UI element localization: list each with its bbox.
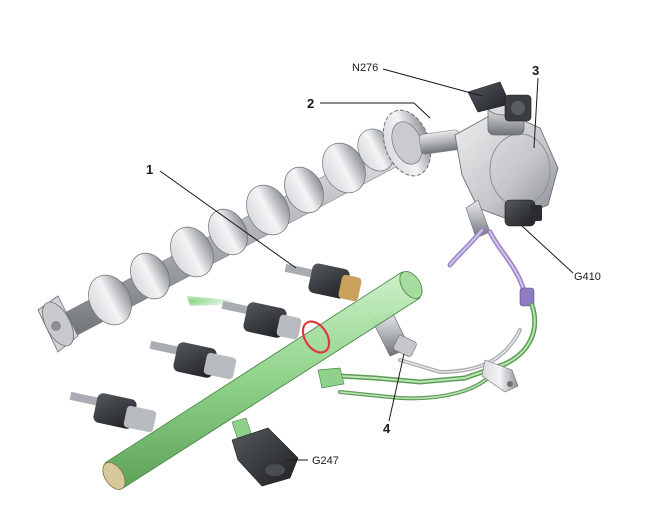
cam-lobes xyxy=(88,128,395,326)
callout-g410: G410 xyxy=(574,271,601,283)
injector-3 xyxy=(149,340,237,380)
callout-n276: N276 xyxy=(352,62,378,74)
fuel-pressure-sensor xyxy=(231,417,299,487)
fuel-rail xyxy=(102,271,423,490)
rail-section-ring xyxy=(301,320,331,354)
callout-4: 4 xyxy=(383,421,391,436)
line-bracket xyxy=(481,359,519,393)
fuel-metering-valve-connector xyxy=(467,81,532,122)
callout-2: 2 xyxy=(307,96,314,111)
camshaft-end-flange xyxy=(37,295,79,353)
callout-3: 3 xyxy=(532,63,539,78)
injector-2 xyxy=(187,296,302,340)
low-pressure-lines xyxy=(447,227,535,307)
low-pressure-sensor xyxy=(504,199,542,227)
injectors xyxy=(69,263,362,433)
camshaft-sprocket xyxy=(382,109,461,177)
callout-g247: G247 xyxy=(312,455,339,467)
camshaft xyxy=(37,127,429,353)
injector-4 xyxy=(69,391,157,433)
callout-1: 1 xyxy=(146,162,153,177)
callout-leaders xyxy=(159,68,574,461)
injector-1 xyxy=(284,263,362,302)
